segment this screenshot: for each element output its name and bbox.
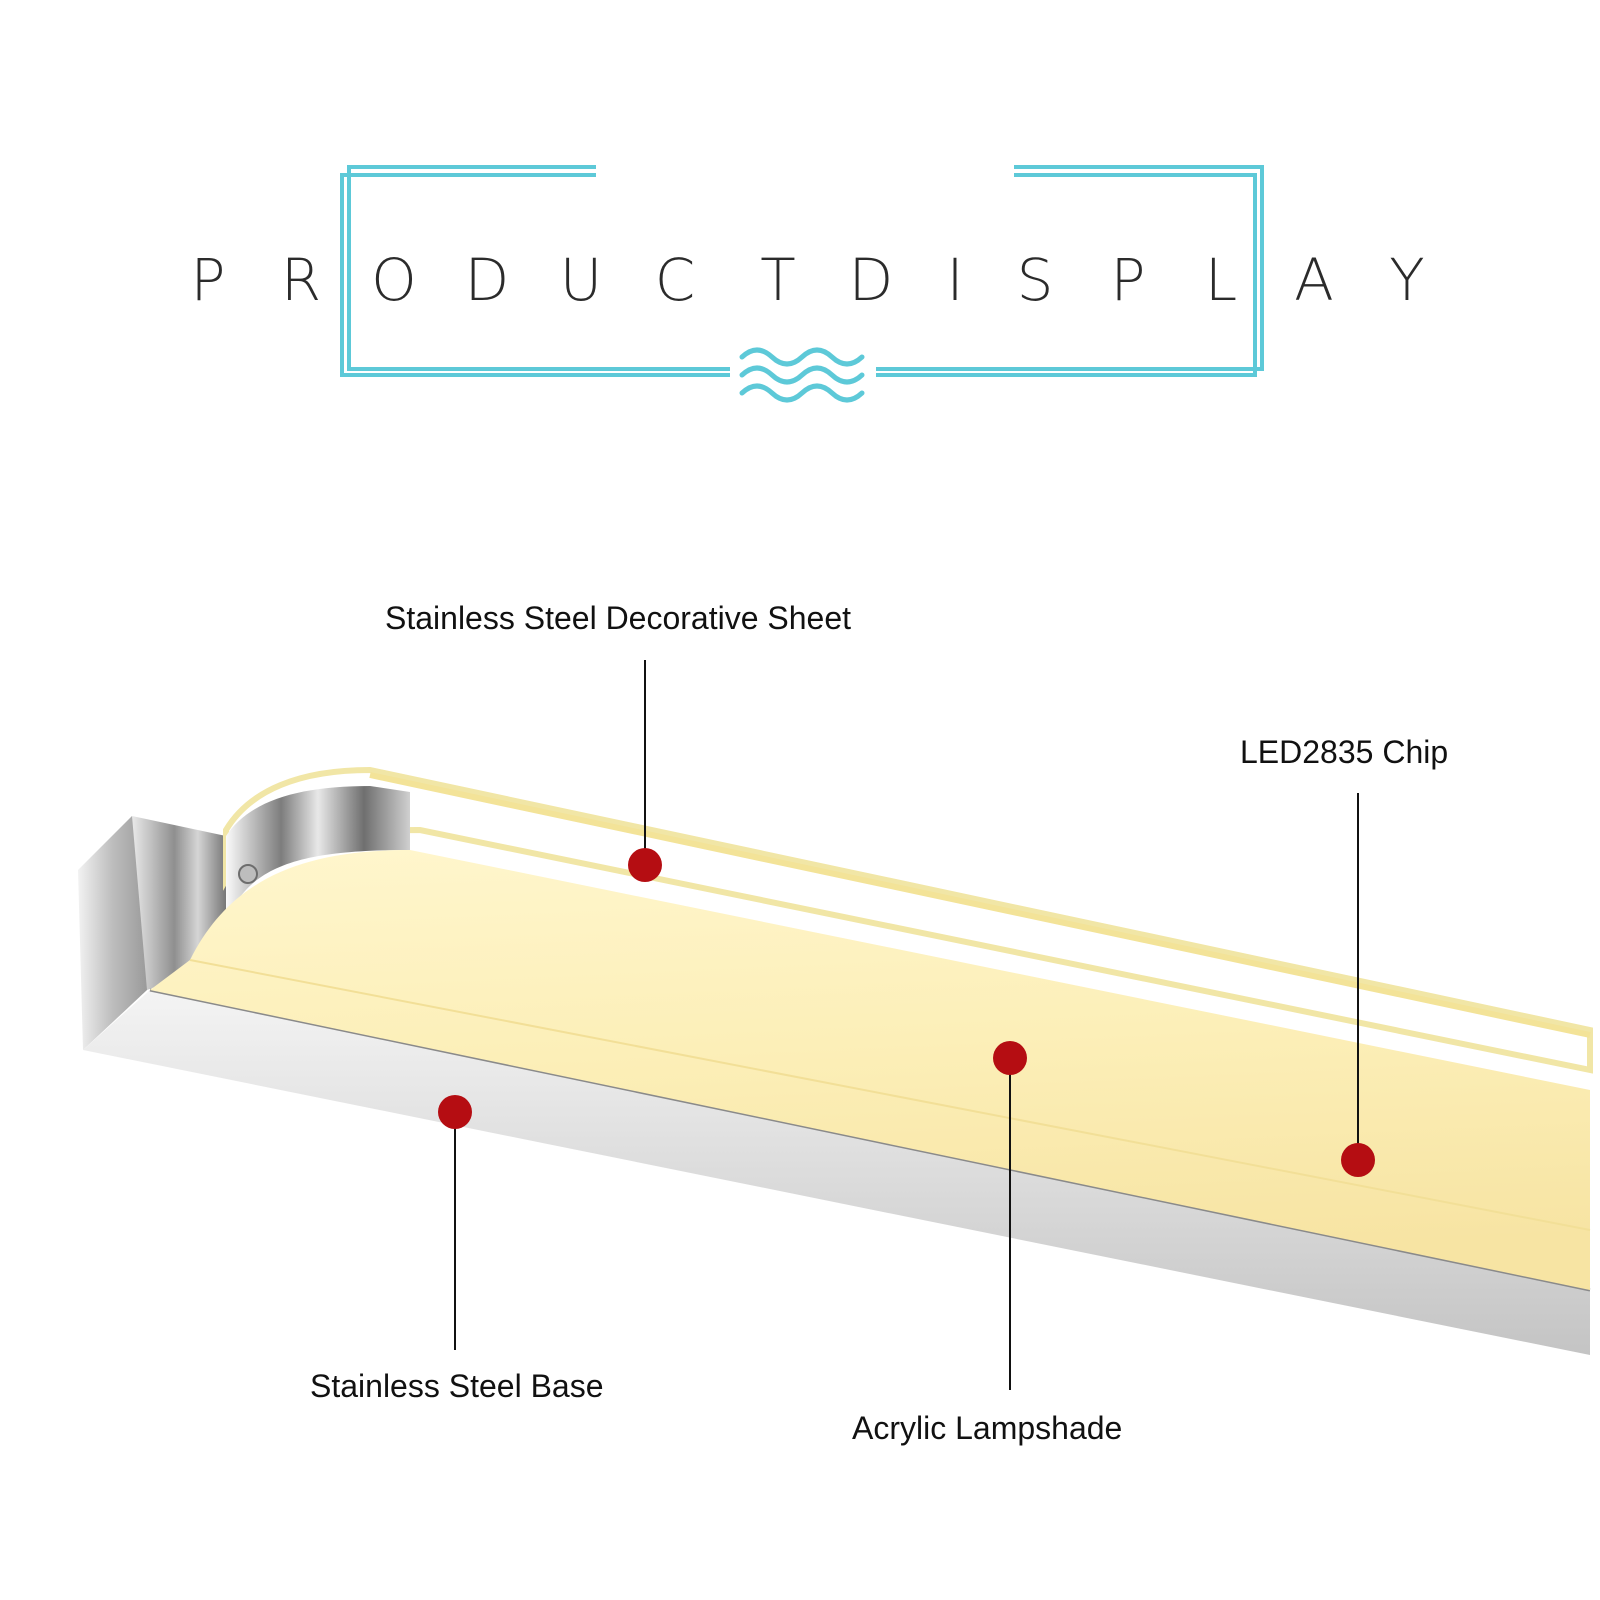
title-letter: C	[654, 246, 696, 314]
callout-label-led-chip: LED2835 Chip	[1240, 734, 1449, 770]
callout-label-lampshade: Acrylic Lampshade	[852, 1410, 1123, 1446]
wave-icon	[739, 347, 865, 403]
title-letter: S	[1016, 246, 1054, 314]
title-letter: P	[190, 246, 226, 314]
frame-outer-left	[347, 165, 730, 371]
acrylic-lampshade	[150, 850, 1590, 1290]
marker-dot-decorative-sheet	[628, 848, 662, 882]
screw-icon	[238, 864, 258, 884]
title-letter: A	[1294, 246, 1334, 314]
base-end-cap	[78, 816, 147, 1050]
frame-inner-left	[340, 173, 730, 377]
title-letter: O	[371, 246, 417, 314]
chrome-corner	[226, 786, 410, 960]
title-frame	[340, 165, 1264, 403]
marker-dot-lampshade	[993, 1041, 1027, 1075]
title-letter: I	[946, 246, 964, 314]
title-letter: Y	[1389, 246, 1425, 314]
marker-dot-base	[438, 1095, 472, 1129]
title-letter: T	[760, 246, 796, 314]
frame-outer-right	[876, 165, 1264, 371]
callout-label-decorative-sheet: Stainless Steel Decorative Sheet	[385, 600, 852, 636]
title-letter: P	[1110, 246, 1146, 314]
title-letter: L	[1204, 246, 1238, 314]
title-letter: U	[559, 246, 603, 314]
stainless-steel-base	[83, 990, 1590, 1355]
callout-label-base: Stainless Steel Base	[310, 1368, 604, 1404]
frame-inner-right	[876, 173, 1257, 377]
title-letter: D	[848, 246, 894, 314]
title-letter: R	[280, 246, 322, 314]
marker-dot-led-chip	[1341, 1143, 1375, 1177]
title-letter: D	[464, 246, 510, 314]
page-title: P R O D U C T D I S P L A Y	[0, 240, 1600, 320]
